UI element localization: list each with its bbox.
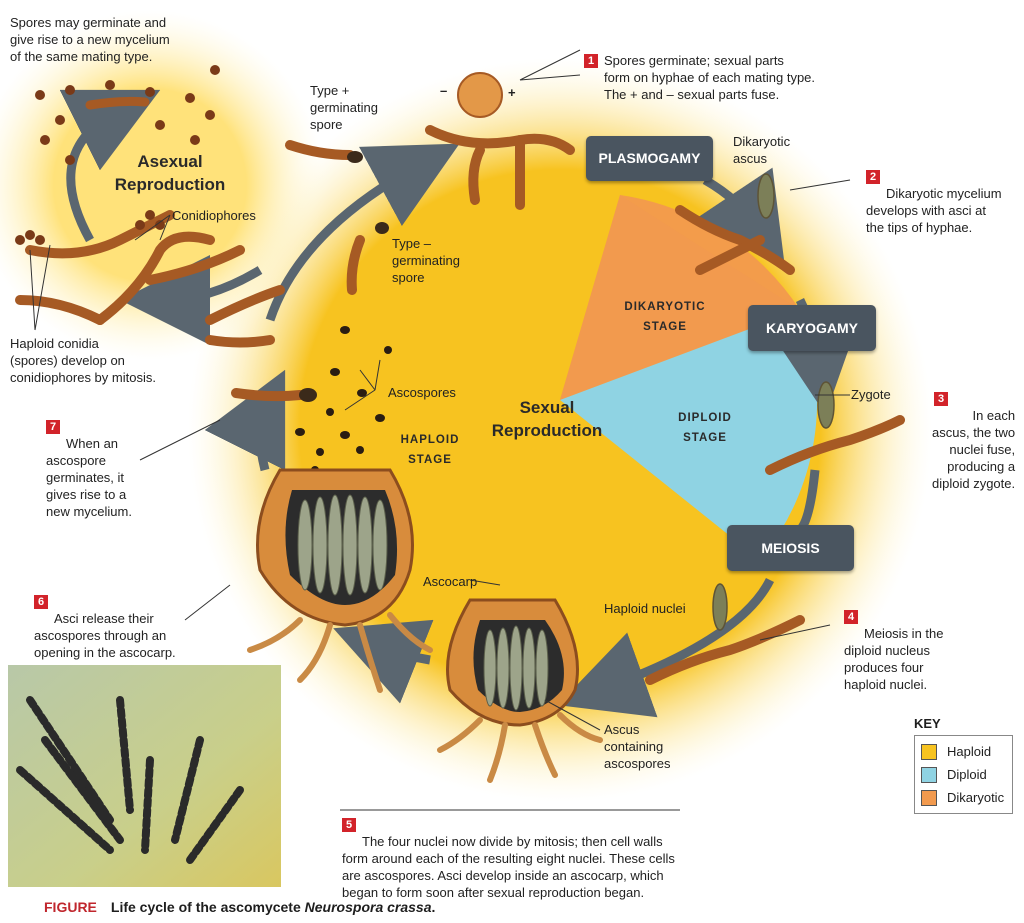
- cycle-arrow-to-ascocarp: [557, 577, 775, 718]
- key-item-diploid: Diploid: [921, 763, 1004, 786]
- label-spores-germinate-asexual: Spores may germinate and give rise to a …: [10, 15, 170, 64]
- cycle-arrow-plasmogamy: [697, 167, 785, 268]
- diploid-stage-label: DIPLOID STAGE: [678, 412, 732, 444]
- key-label-diploid: Diploid: [947, 767, 987, 782]
- step-4-text: Meiosis in the diploid nucleus produces …: [844, 626, 944, 692]
- asexual-reproduction-title: Asexual Reproduction: [114, 152, 226, 194]
- karyogamy-box: KARYOGAMY: [748, 305, 876, 351]
- leader-lines: [29, 49, 851, 811]
- diploid-wedge: [560, 310, 818, 560]
- dikaryotic-swatch: [921, 789, 937, 806]
- label-conidiophores: Conidiophores: [172, 208, 256, 223]
- label-zygote: Zygote: [851, 387, 891, 402]
- key-title: KEY: [914, 716, 941, 731]
- step-3-number: 3: [934, 392, 948, 406]
- diploid-swatch: [921, 766, 937, 783]
- step-7-number: 7: [46, 420, 60, 434]
- meiosis-box: MEIOSIS: [727, 525, 854, 571]
- conidia-dots: [15, 65, 220, 245]
- label-haploid-conidia: Haploid conidia (spores) develop on coni…: [10, 336, 156, 385]
- figure-caption: FIGURE Life cycle of the ascomycete Neuro…: [44, 899, 435, 915]
- hyphae: [15, 125, 905, 685]
- step-3-text: In each ascus, the two nuclei fuse, prod…: [932, 408, 1016, 491]
- step-2-number: 2: [866, 170, 880, 184]
- label-ascocarp: Ascocarp: [423, 574, 478, 589]
- label-plus-sign: +: [508, 85, 516, 100]
- step-5-number: 5: [342, 818, 356, 832]
- ascospore-dots: [295, 326, 392, 474]
- haploid-stage-label: HAPLOID STAGE: [400, 434, 460, 466]
- step-1-number: 1: [584, 54, 598, 68]
- label-ascus-containing: Ascus containing ascospores: [604, 722, 671, 771]
- label-dikaryotic-ascus: Dikaryotic ascus: [733, 134, 791, 166]
- label-type-minus: Type – germinating spore: [392, 236, 460, 285]
- ascocarp-small: [437, 598, 603, 783]
- figure-caption-species: Neurospora crassa: [304, 899, 432, 915]
- step-2-text: Dikaryotic mycelium develops with asci a…: [866, 186, 1002, 235]
- plasmogamy-box: PLASMOGAMY: [586, 136, 713, 181]
- ascocarp-large: [247, 468, 433, 693]
- key-item-dikaryotic: Dikaryotic: [921, 786, 1004, 809]
- step-1: 1 Spores germinate; sexual parts form on …: [584, 35, 815, 103]
- step-6-number: 6: [34, 595, 48, 609]
- figure-caption-text: Life cycle of the ascomycete: [110, 899, 305, 915]
- label-type-plus: Type + germinating spore: [310, 83, 378, 132]
- germinating-spores: [85, 96, 389, 402]
- key-label-haploid: Haploid: [947, 744, 992, 759]
- step-6-text: Asci release their ascospores through an…: [34, 611, 176, 660]
- fusing-sexual-parts: [457, 72, 503, 118]
- asexual-arrow: [120, 254, 263, 345]
- cycle-arrow-germinate: [204, 369, 286, 472]
- label-ascospores: Ascospores: [388, 385, 456, 400]
- step-5-text: The four nuclei now divide by mitosis; t…: [342, 834, 675, 900]
- key-box: Haploid Diploid Dikaryotic: [914, 735, 1014, 814]
- key-item-haploid: Haploid: [921, 740, 1004, 763]
- dikaryotic-stage-label: DIKARYOTIC STAGE: [624, 301, 706, 333]
- haploid-swatch: [921, 743, 937, 760]
- key-label-dikaryotic: Dikaryotic: [947, 790, 1005, 805]
- figure-caption-end: .: [431, 899, 436, 915]
- step-4-number: 4: [844, 610, 858, 624]
- step-7-text: When an ascospore germinates, it gives r…: [46, 436, 132, 519]
- asci: [712, 173, 835, 631]
- cycle-arrow-release: [333, 619, 434, 704]
- sexual-reproduction-title: Sexual Reproduction: [491, 398, 603, 440]
- cycle-arrow-up: [265, 143, 460, 322]
- micrograph-photo: [8, 665, 281, 887]
- label-minus-sign: –: [440, 83, 448, 98]
- step-3: 3 In each ascus, the two nuclei fuse, pro…: [932, 390, 1015, 492]
- label-haploid-nuclei: Haploid nuclei: [604, 601, 686, 616]
- figure-word: FIGURE: [44, 899, 97, 915]
- legend-key: KEY Haploid Diploid Dikaryotic: [914, 716, 1014, 814]
- step-1-text: Spores germinate; sexual parts form on h…: [604, 53, 816, 102]
